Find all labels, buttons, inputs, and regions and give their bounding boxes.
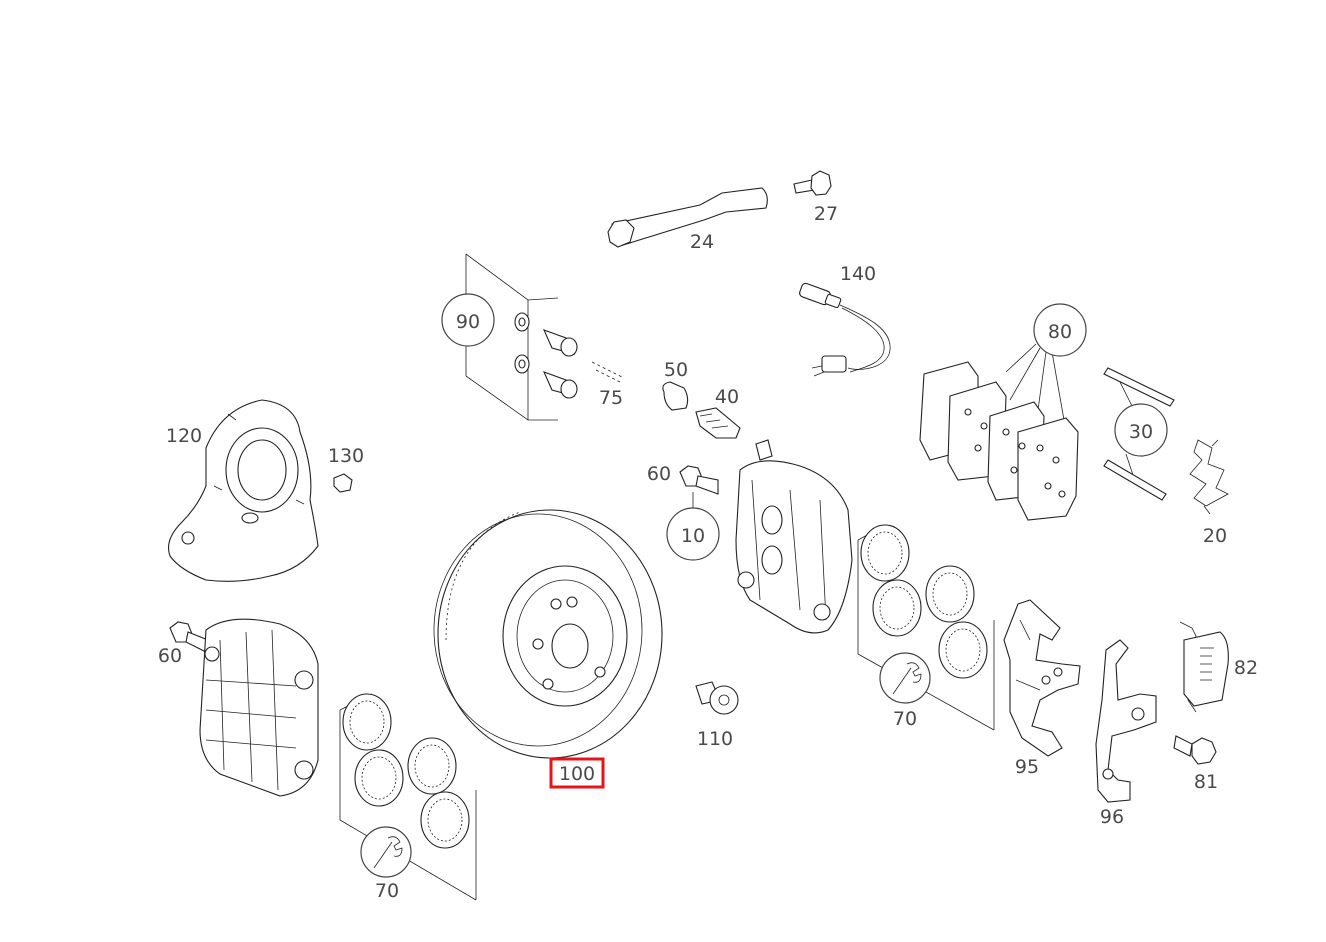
part-90-bushing-kit[interactable] <box>465 253 578 421</box>
highlight-box-100 <box>549 757 605 789</box>
part-27-bolt[interactable] <box>793 170 832 196</box>
callout-140[interactable]: 140 <box>840 263 876 285</box>
callout-70-right[interactable]: 70 <box>893 708 917 730</box>
wrench-icon <box>360 826 412 878</box>
callout-95[interactable]: 95 <box>1015 756 1039 778</box>
callout-82[interactable]: 82 <box>1234 657 1258 679</box>
part-81-screw[interactable] <box>1173 735 1217 765</box>
part-75-clip[interactable] <box>591 361 625 383</box>
callout-20[interactable]: 20 <box>1203 525 1227 547</box>
callout-circle-80 <box>1033 303 1087 357</box>
callout-96[interactable]: 96 <box>1100 806 1124 828</box>
callout-circle-90 <box>441 293 495 347</box>
part-24-guide-bolt[interactable] <box>607 187 768 248</box>
callout-80[interactable]: 80 <box>1048 321 1072 343</box>
callout-100[interactable]: 100 <box>559 763 595 785</box>
callout-50[interactable]: 50 <box>664 359 688 381</box>
part-70-seal-kit-right[interactable] <box>857 524 995 731</box>
callout-75[interactable]: 75 <box>599 387 623 409</box>
callout-24[interactable]: 24 <box>690 231 714 253</box>
callout-10[interactable]: 10 <box>681 525 705 547</box>
part-60-bolt-right[interactable] <box>679 465 719 495</box>
part-80-brake-pads[interactable] <box>919 343 1079 521</box>
callout-90[interactable]: 90 <box>456 311 480 333</box>
callout-60-right[interactable]: 60 <box>647 463 671 485</box>
part-20-spring-clip[interactable] <box>1189 439 1229 515</box>
part-40-bleeder-valve[interactable] <box>695 407 741 439</box>
callout-120[interactable]: 120 <box>166 425 202 447</box>
callout-circle-30 <box>1114 403 1168 457</box>
part-60-bolt-left[interactable] <box>169 621 209 653</box>
part-140-wear-sensor[interactable] <box>799 282 891 377</box>
part-100-brake-disc[interactable] <box>433 509 663 759</box>
callout-40[interactable]: 40 <box>715 386 739 408</box>
callout-70-left[interactable]: 70 <box>375 880 399 902</box>
part-50-dust-cap[interactable] <box>662 381 689 411</box>
callout-110[interactable]: 110 <box>697 728 733 750</box>
callout-130[interactable]: 130 <box>328 445 364 467</box>
callout-60-left[interactable]: 60 <box>158 645 182 667</box>
part-caliper-left[interactable] <box>199 618 319 797</box>
part-30-pad-pins[interactable] <box>1103 367 1175 501</box>
callout-81[interactable]: 81 <box>1194 771 1218 793</box>
part-130-bolt[interactable] <box>333 473 353 493</box>
part-110-screw[interactable] <box>695 681 739 715</box>
callout-30[interactable]: 30 <box>1129 421 1153 443</box>
callout-27[interactable]: 27 <box>814 203 838 225</box>
part-70-seal-kit-left[interactable] <box>339 693 477 901</box>
part-120-splash-shield[interactable] <box>167 399 319 582</box>
part-10-caliper-right[interactable] <box>735 439 853 634</box>
part-95-bracket[interactable] <box>1003 599 1081 757</box>
part-82-logo-plate[interactable] <box>1179 621 1229 713</box>
wrench-icon <box>879 652 931 704</box>
part-96-spring[interactable] <box>1095 639 1157 803</box>
